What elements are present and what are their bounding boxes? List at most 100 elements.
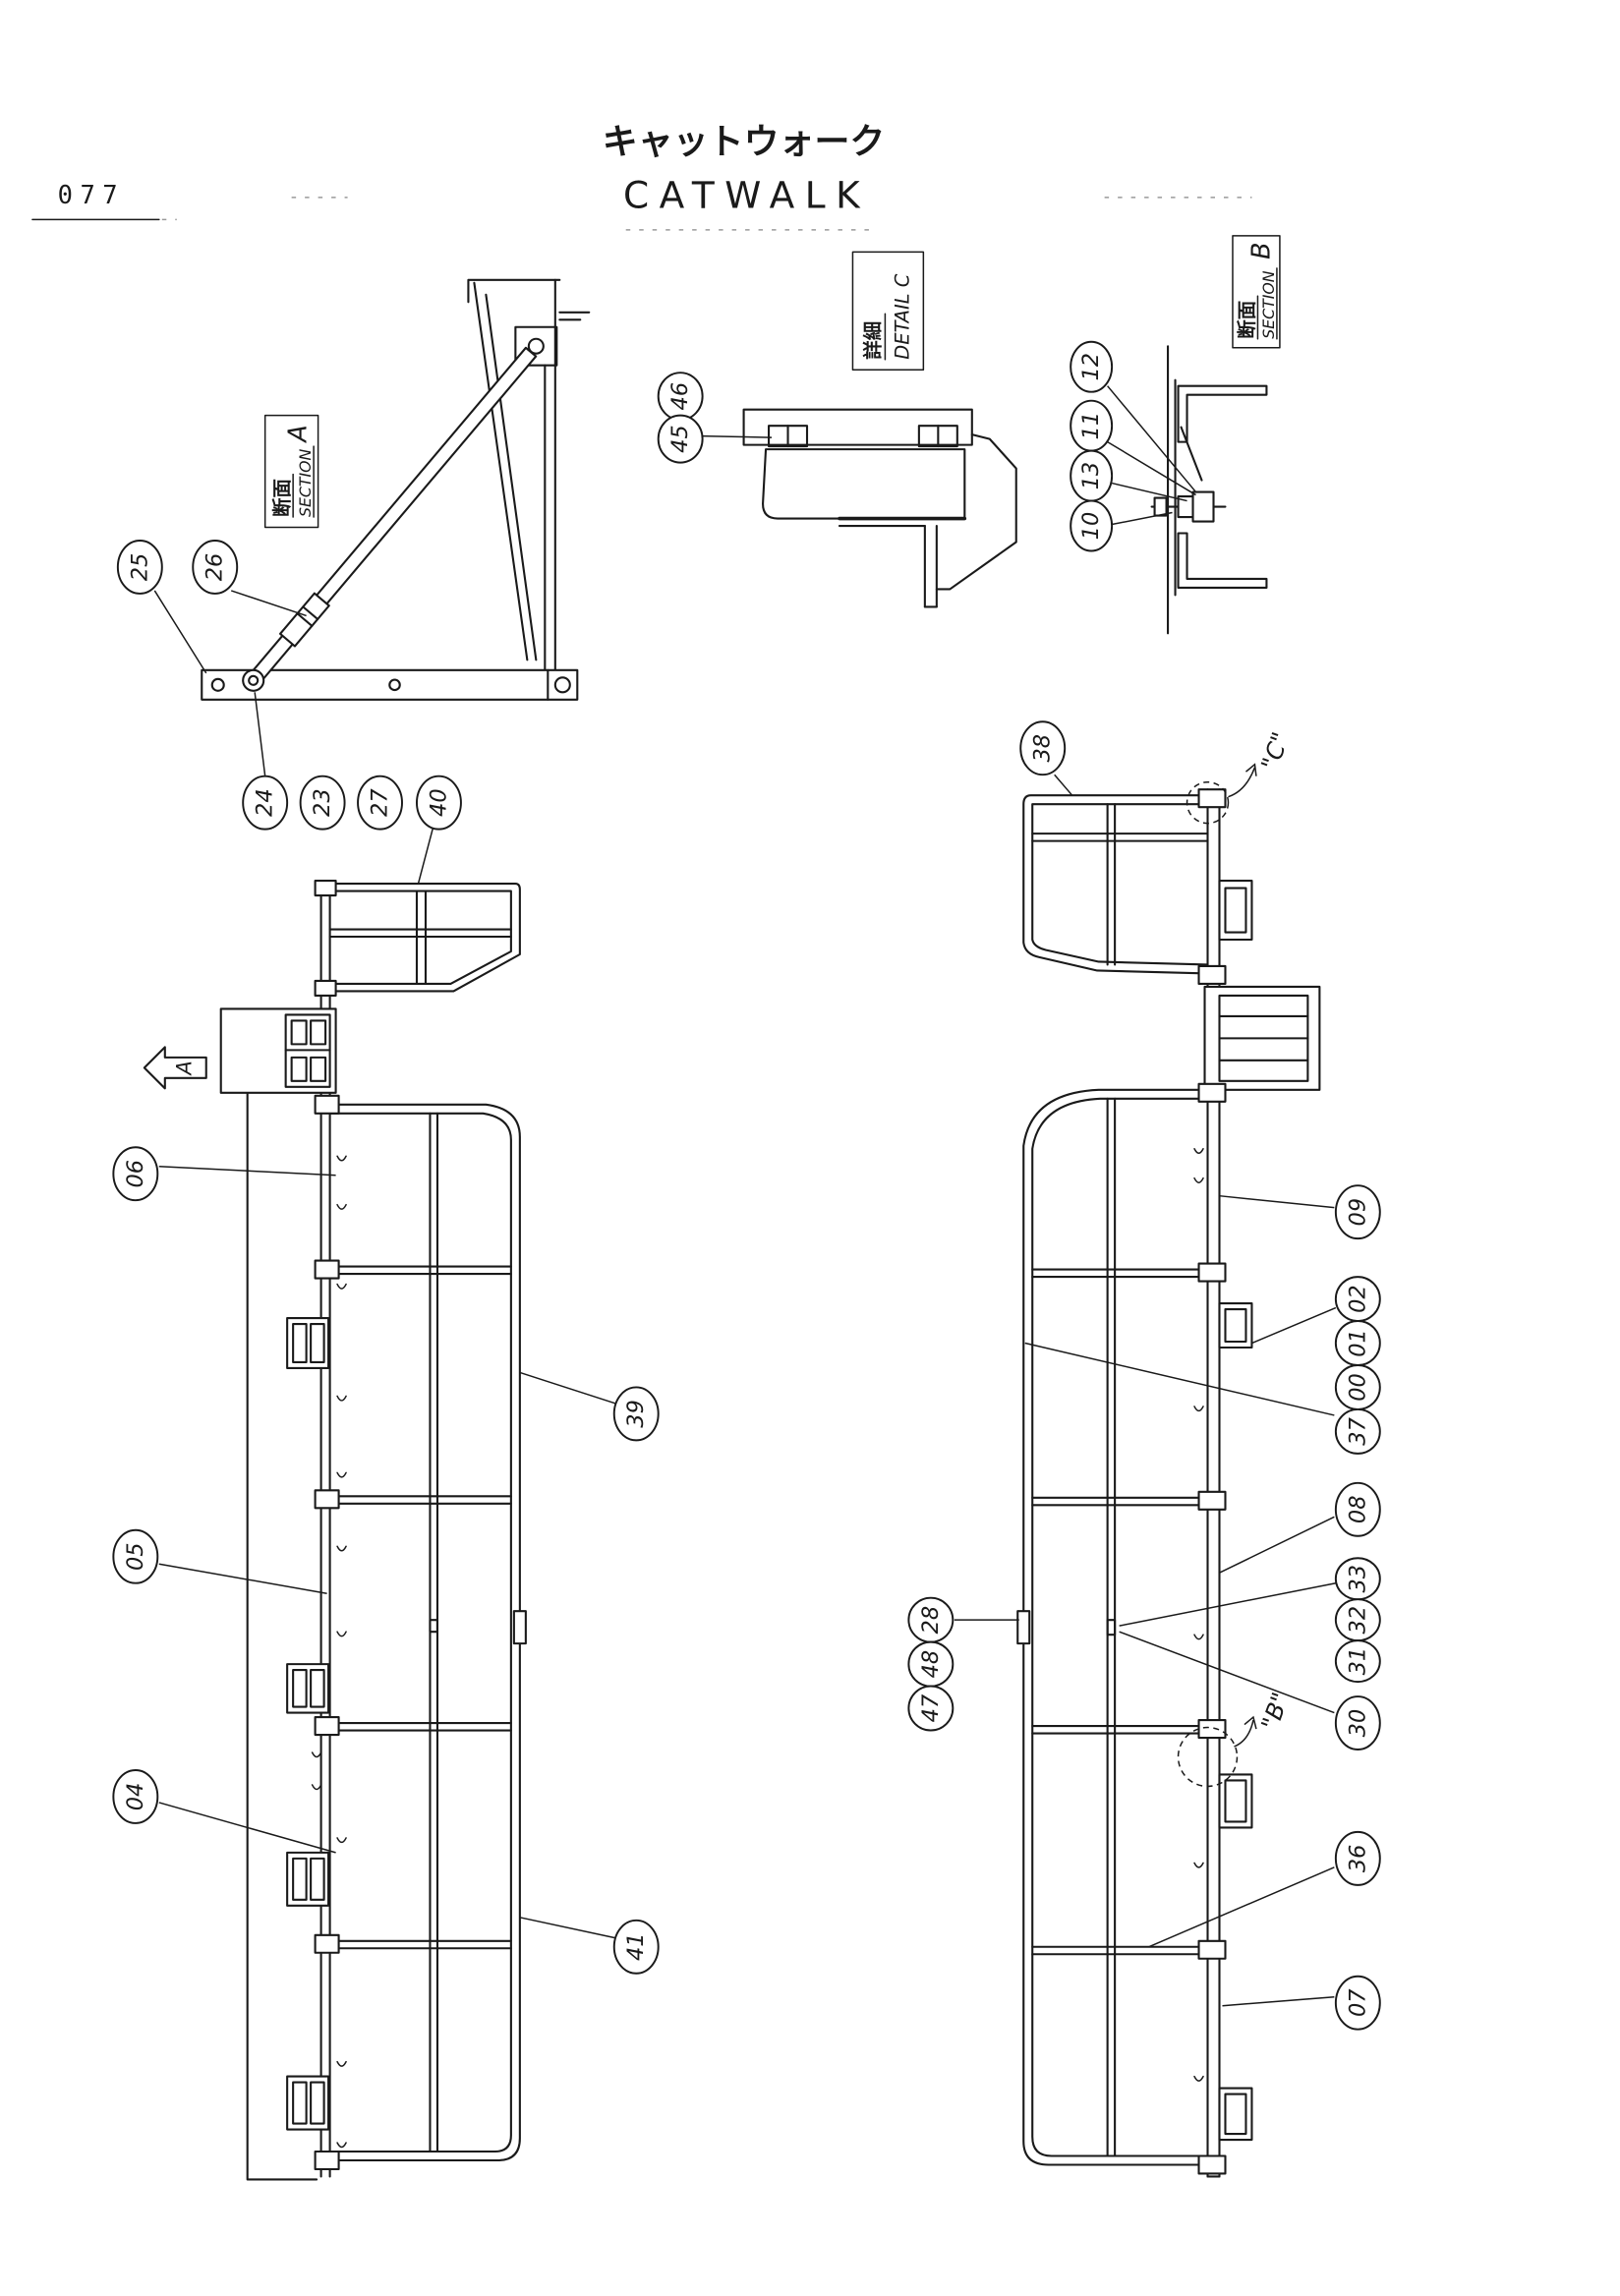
detail-c-view: 詳細 DETAIL C 46 45 (657, 251, 1017, 608)
callout-45: 45 (657, 414, 704, 464)
left-pedestal (219, 1007, 337, 1094)
svg-text:25: 25 (127, 553, 152, 582)
callout-23: 23 (299, 775, 346, 831)
section-b-drawing (1150, 345, 1268, 635)
section-b-view: 断面 SECTION B 12 11 13 10 (1070, 235, 1281, 635)
section-a-label-en: SECTION (296, 449, 315, 517)
section-a-label: 断面 SECTION A (263, 414, 319, 529)
title-japanese: キャットウォーク (603, 122, 886, 162)
detail-c-leader-lines (701, 434, 773, 438)
svg-text:37: 37 (1345, 1416, 1370, 1445)
bracket-strut (242, 346, 538, 692)
svg-text:41: 41 (623, 1932, 649, 1961)
svg-text:36: 36 (1345, 1845, 1370, 1873)
section-b-label-letter: B (1246, 242, 1276, 258)
left-step-brackets (286, 1316, 330, 2131)
callout-40: 40 (416, 775, 462, 831)
right-catwalk-assembly: "C" "B" 38 09 02 01 00 37 08 33 32 31 30… (907, 720, 1381, 2178)
svg-text:23: 23 (310, 788, 335, 817)
section-a-label-letter: A (284, 425, 314, 443)
page-header: 077 キャットウォーク CATWALK (31, 122, 1252, 231)
callout-37: 37 (1334, 1407, 1381, 1455)
right-leader-lines (954, 774, 1337, 2007)
view-arrow-a: A (143, 1046, 207, 1090)
title-english: CATWALK (623, 173, 870, 216)
svg-text:46: 46 (667, 382, 693, 411)
svg-text:26: 26 (202, 553, 228, 582)
right-main-walkway (1016, 788, 1227, 2175)
callout-47: 47 (907, 1685, 955, 1732)
svg-text:09: 09 (1345, 1198, 1370, 1227)
svg-text:32: 32 (1345, 1606, 1370, 1635)
left-leader-lines (158, 827, 616, 1939)
callout-09: 09 (1334, 1184, 1381, 1240)
detail-c-marker: "C" (1186, 728, 1296, 825)
callout-24: 24 (242, 775, 289, 831)
right-rail-clips (1193, 1148, 1204, 2082)
callout-10: 10 (1070, 499, 1114, 552)
section-a-view: 断面 SECTION A 25 26 24 23 27 (116, 278, 591, 831)
left-main-walkway (314, 1094, 527, 2171)
callout-32: 32 (1334, 1598, 1381, 1642)
svg-text:27: 27 (368, 788, 393, 817)
svg-text:28: 28 (918, 1606, 944, 1635)
svg-text:31: 31 (1345, 1647, 1370, 1676)
svg-text:30: 30 (1345, 1709, 1370, 1738)
callout-27: 27 (357, 775, 403, 831)
callout-38: 38 (1019, 720, 1067, 776)
svg-text:45: 45 (667, 425, 693, 453)
section-b-label-en: SECTION (1259, 270, 1278, 338)
callout-36: 36 (1334, 1830, 1381, 1886)
svg-text:10: 10 (1078, 512, 1104, 541)
svg-text:11: 11 (1078, 412, 1104, 440)
detail-c-label-jp: 詳細 (861, 321, 884, 360)
callout-08: 08 (1334, 1481, 1381, 1537)
bracket-post (467, 278, 591, 673)
view-arrow-a-label: A (172, 1061, 196, 1076)
svg-text:02: 02 (1345, 1285, 1370, 1313)
svg-text:01: 01 (1345, 1329, 1370, 1357)
svg-text:12: 12 (1078, 353, 1104, 381)
svg-text:13: 13 (1078, 462, 1104, 490)
callout-00: 00 (1334, 1364, 1381, 1410)
left-rail-clips (311, 1155, 347, 2149)
callout-06: 06 (112, 1146, 159, 1202)
callout-41: 41 (612, 1919, 660, 1975)
callout-01: 01 (1334, 1320, 1381, 1366)
callout-31: 31 (1334, 1639, 1381, 1684)
right-step-brackets (1218, 880, 1253, 2142)
callout-46: 46 (657, 372, 704, 422)
svg-text:04: 04 (123, 1783, 148, 1811)
callout-11: 11 (1070, 399, 1114, 452)
left-catwalk-assembly: A 40 06 05 (112, 775, 660, 2181)
detail-c-label: 詳細 DETAIL C (851, 251, 925, 371)
section-a-leader-lines (153, 590, 307, 776)
section-b-label: 断面 SECTION B (1232, 235, 1281, 349)
callout-02: 02 (1334, 1276, 1381, 1323)
svg-text:06: 06 (123, 1160, 148, 1188)
callout-13: 13 (1070, 449, 1114, 502)
right-connector-box (1203, 985, 1321, 1091)
left-upper-platform (314, 880, 521, 997)
svg-text:39: 39 (623, 1400, 649, 1428)
svg-text:08: 08 (1345, 1496, 1370, 1524)
callout-39: 39 (612, 1386, 660, 1442)
svg-text:24: 24 (253, 788, 278, 817)
detail-c-marker-label: "C" (1256, 728, 1296, 774)
section-a-label-jp: 断面 (271, 479, 294, 517)
callout-33: 33 (1334, 1557, 1381, 1601)
callout-26: 26 (192, 540, 239, 595)
callout-05: 05 (112, 1528, 159, 1584)
section-b-label-jp: 断面 (1236, 301, 1258, 339)
callout-48: 48 (907, 1640, 955, 1688)
svg-text:47: 47 (918, 1693, 944, 1722)
svg-text:00: 00 (1345, 1373, 1370, 1402)
svg-text:48: 48 (918, 1650, 944, 1679)
svg-text:40: 40 (426, 788, 451, 817)
callout-12: 12 (1070, 340, 1114, 393)
detail-c-label-en: DETAIL C (891, 273, 913, 359)
page-number: 077 (58, 181, 125, 210)
svg-text:33: 33 (1345, 1565, 1370, 1593)
callout-25: 25 (116, 540, 163, 595)
